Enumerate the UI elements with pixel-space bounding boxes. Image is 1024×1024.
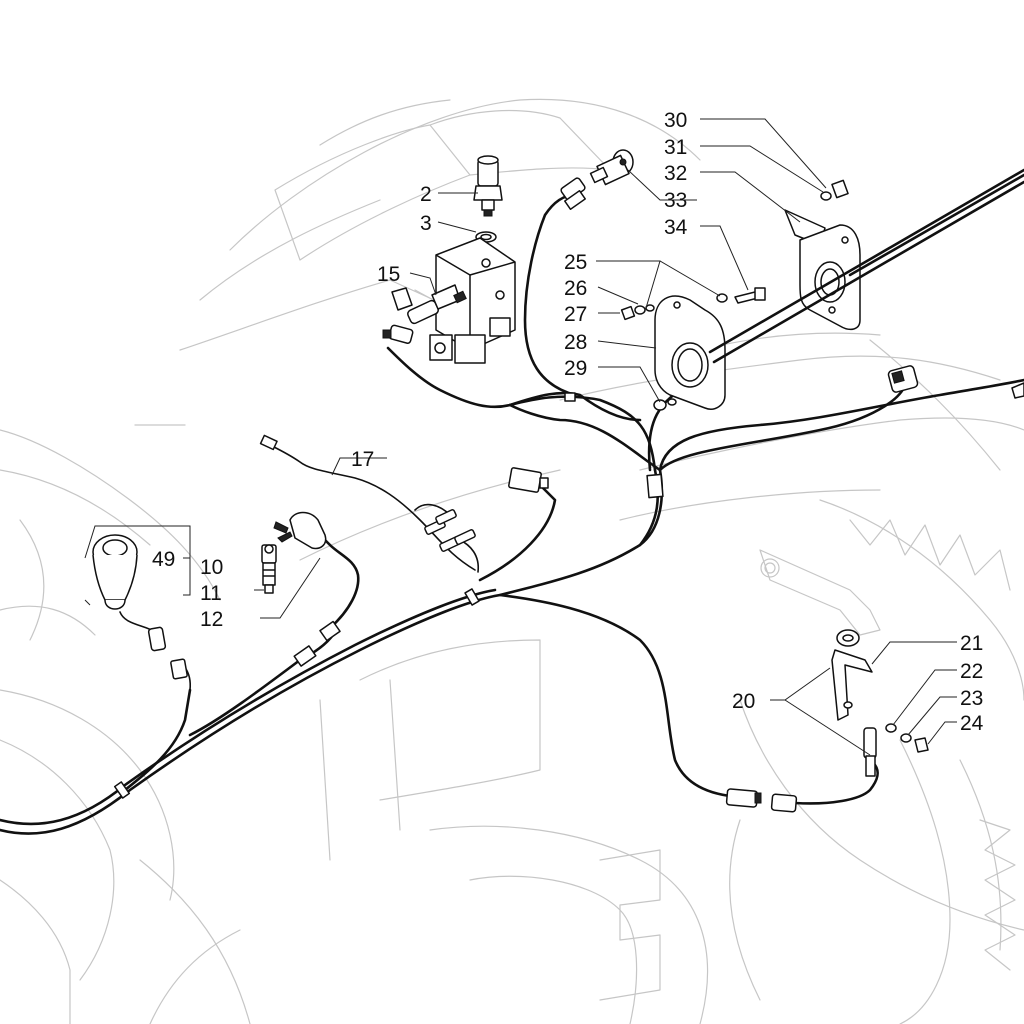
plug-connector [259, 434, 278, 451]
sensor-lead-connectors [725, 788, 798, 813]
callout-17: 17 [351, 448, 374, 471]
callout-3: 3 [420, 212, 432, 235]
pressure-switch [473, 155, 503, 217]
power-socket [589, 149, 634, 186]
terminal-sleeves [424, 509, 476, 552]
centre-connector [508, 467, 549, 493]
sensor-connector [382, 324, 414, 344]
callout-2: 2 [420, 183, 432, 206]
side-connector [887, 365, 1024, 399]
callout-24: 24 [960, 712, 984, 735]
callout-12: 12 [200, 608, 223, 631]
callout-28: 28 [564, 331, 587, 354]
callout-27: 27 [564, 303, 587, 326]
leader-lines [84, 118, 957, 756]
callout-49: 49 [152, 548, 175, 571]
callout-10: 10 [200, 556, 223, 579]
callout-11: 11 [200, 582, 222, 605]
harness-tape-bands [113, 392, 664, 799]
callout-15: 15 [377, 263, 400, 286]
callout-31: 31 [664, 136, 687, 159]
valve-block [429, 237, 516, 364]
speed-sensor-assembly [831, 629, 929, 777]
rear-bracket [784, 209, 861, 331]
switch-assembly [261, 511, 341, 667]
callout-33: 33 [664, 189, 687, 212]
temperature-sensor [391, 284, 467, 325]
cable-bracket [654, 295, 726, 410]
callout-25: 25 [564, 251, 587, 274]
callout-22: 22 [960, 660, 983, 683]
callout-30: 30 [664, 109, 687, 132]
callout-34: 34 [664, 216, 688, 239]
callout-labels: 2 3 15 17 49 10 11 12 30 31 32 33 34 25 … [152, 109, 984, 735]
rear-cable-conduit [708, 168, 1024, 364]
callout-29: 29 [564, 357, 587, 380]
callout-20: 20 [732, 690, 755, 713]
callout-21: 21 [960, 632, 983, 655]
main-wiring-harness [0, 193, 1024, 835]
gear-knob [92, 534, 188, 680]
harness-connector-top [560, 177, 586, 211]
callout-23: 23 [960, 687, 983, 710]
callout-26: 26 [564, 277, 587, 300]
tractor-body-outline [0, 98, 1024, 1024]
callout-32: 32 [664, 162, 687, 185]
